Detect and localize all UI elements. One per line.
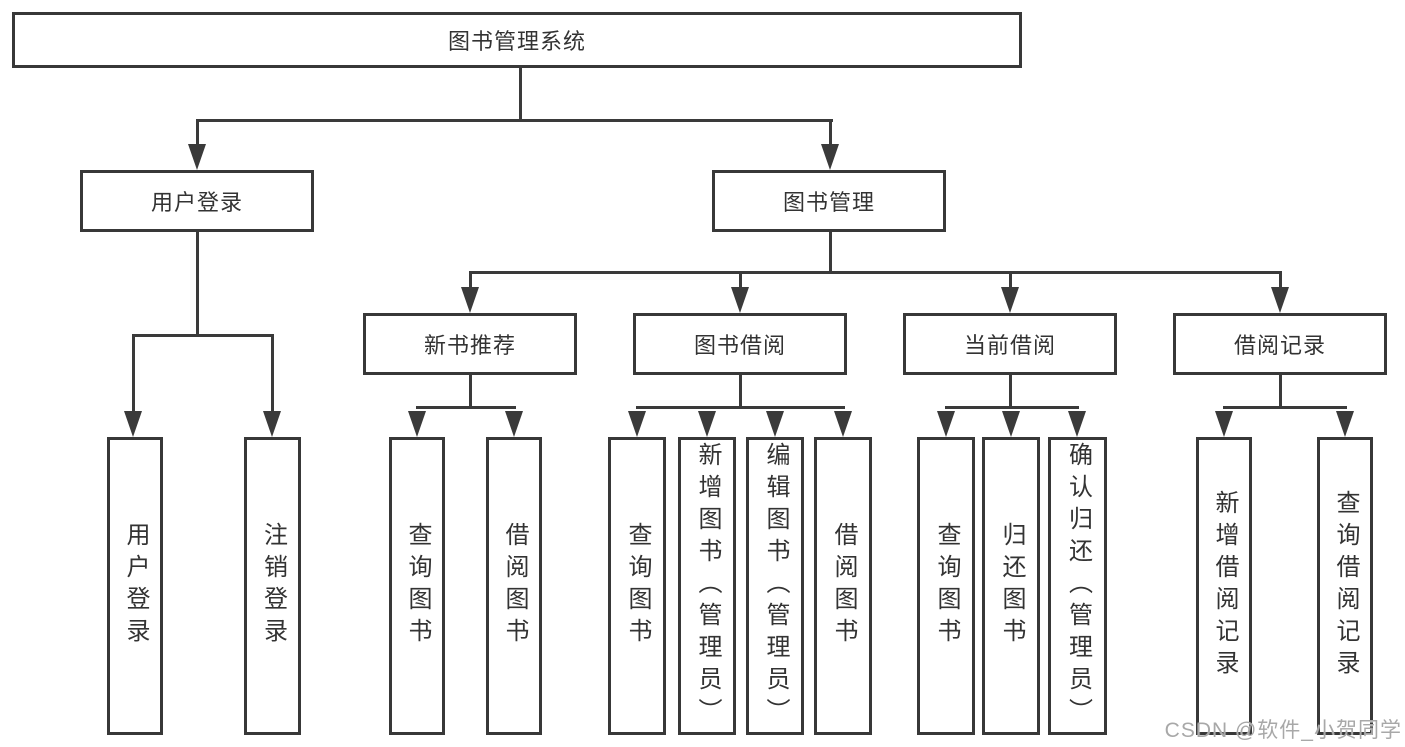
connector-line	[519, 66, 522, 120]
connector-line	[739, 271, 742, 293]
connector-line	[469, 375, 472, 409]
arrowhead-down-icon	[1215, 411, 1233, 437]
connector-line	[469, 271, 1282, 274]
leaf-borrow-borrow-books-label: 借阅图书	[830, 522, 857, 650]
arrowhead-down-icon	[731, 287, 749, 313]
connector-line	[1009, 271, 1012, 293]
leaf-logout-label: 注销登录	[259, 522, 287, 650]
connector-line	[945, 406, 1079, 409]
arrowhead-down-icon	[628, 411, 646, 437]
arrowhead-down-icon	[1001, 287, 1019, 313]
arrowhead-down-icon	[188, 144, 206, 170]
arrowhead-down-icon	[1068, 411, 1086, 437]
node-user-login: 用户登录	[80, 170, 314, 232]
leaf-recommend-query-books-label: 查询图书	[404, 522, 431, 650]
node-book-management: 图书管理	[712, 170, 946, 232]
leaf-records-query-record-label: 查询借阅记录	[1332, 490, 1359, 682]
node-current-borrowing-label: 当前借阅	[963, 333, 1056, 358]
leaf-recommend-borrow-books-label: 借阅图书	[501, 522, 528, 650]
arrowhead-down-icon	[408, 411, 426, 437]
arrowhead-down-icon	[1271, 287, 1289, 313]
node-root-label: 图书管理系统	[447, 29, 586, 54]
connector-line	[1223, 406, 1347, 409]
node-new-book-recommend-label: 新书推荐	[423, 333, 516, 358]
leaf-current-return-books: 归还图书	[982, 437, 1040, 735]
connector-line	[271, 334, 274, 414]
arrowhead-down-icon	[461, 287, 479, 313]
arrowhead-down-icon	[124, 411, 142, 437]
leaf-logout: 注销登录	[244, 437, 301, 735]
leaf-current-return-books-label: 归还图书	[998, 522, 1025, 650]
leaf-user-login: 用户登录	[107, 437, 163, 735]
connector-line	[469, 271, 472, 293]
node-root-system: 图书管理系统	[12, 12, 1022, 68]
connector-line	[829, 232, 832, 274]
leaf-user-login-label: 用户登录	[122, 522, 149, 650]
arrowhead-down-icon	[766, 411, 784, 437]
leaf-records-add-record-label: 新增借阅记录	[1211, 490, 1238, 682]
leaf-recommend-query-books: 查询图书	[389, 437, 445, 735]
leaf-borrow-add-books-admin: 新增图书（管理员）	[678, 437, 736, 735]
connector-line	[1279, 271, 1282, 293]
leaf-borrow-edit-books-admin-label: 编辑图书（管理员）	[762, 442, 789, 730]
leaf-current-confirm-return-admin-label: 确认归还（管理员）	[1064, 442, 1092, 730]
node-current-borrowing: 当前借阅	[903, 313, 1117, 375]
leaf-current-query-books-label: 查询图书	[933, 522, 960, 650]
arrowhead-down-icon	[937, 411, 955, 437]
leaf-borrow-query-books: 查询图书	[608, 437, 666, 735]
leaf-recommend-borrow-books: 借阅图书	[486, 437, 542, 735]
arrowhead-down-icon	[263, 411, 281, 437]
connector-line	[196, 232, 199, 337]
leaf-borrow-edit-books-admin: 编辑图书（管理员）	[746, 437, 804, 735]
connector-line	[132, 334, 135, 414]
connector-line	[196, 119, 199, 153]
leaf-records-query-record: 查询借阅记录	[1317, 437, 1373, 735]
connector-line	[416, 406, 516, 409]
arrowhead-down-icon	[505, 411, 523, 437]
leaf-records-add-record: 新增借阅记录	[1196, 437, 1252, 735]
arrowhead-down-icon	[1336, 411, 1354, 437]
arrowhead-down-icon	[698, 411, 716, 437]
arrowhead-down-icon	[821, 144, 839, 170]
connector-line	[1009, 375, 1012, 409]
node-book-management-label: 图书管理	[782, 190, 875, 215]
watermark: CSDN @软件_小贺同学	[1164, 719, 1402, 742]
leaf-borrow-add-books-admin-label: 新增图书（管理员）	[694, 442, 721, 730]
node-book-borrowing-label: 图书借阅	[693, 333, 786, 358]
connector-line	[1279, 375, 1282, 409]
node-user-login-label: 用户登录	[150, 190, 243, 215]
connector-line	[739, 375, 742, 409]
arrowhead-down-icon	[1002, 411, 1020, 437]
connector-line	[196, 119, 833, 122]
leaf-borrow-borrow-books: 借阅图书	[814, 437, 872, 735]
connector-line	[132, 334, 274, 337]
node-new-book-recommend: 新书推荐	[363, 313, 577, 375]
leaf-borrow-query-books-label: 查询图书	[624, 522, 651, 650]
connector-line	[636, 406, 845, 409]
node-borrowing-records-label: 借阅记录	[1233, 333, 1326, 358]
leaf-current-query-books: 查询图书	[917, 437, 975, 735]
node-borrowing-records: 借阅记录	[1173, 313, 1387, 375]
arrowhead-down-icon	[834, 411, 852, 437]
connector-line	[829, 119, 832, 153]
leaf-current-confirm-return-admin: 确认归还（管理员）	[1048, 437, 1107, 735]
node-book-borrowing: 图书借阅	[633, 313, 847, 375]
